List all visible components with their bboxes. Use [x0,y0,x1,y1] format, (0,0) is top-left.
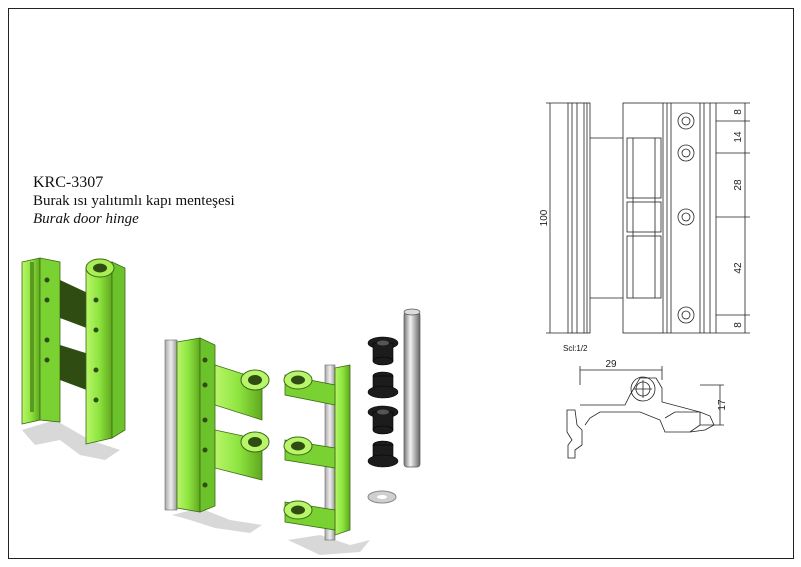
technical-section-view [566,366,724,459]
scale-label: Scl:1/2 [563,344,588,353]
exploded-sash-leaf-render [283,364,370,555]
bushings-and-pin-render [367,308,421,504]
technical-front-view [546,102,750,334]
dim-seg-1: 8 [733,109,744,115]
dim-width: 29 [605,359,617,370]
product-name-en: Burak door hinge [33,211,139,227]
dim-seg-4: 42 [733,262,744,274]
product-code: KRC-3307 [33,174,104,191]
assembled-hinge-render [21,257,126,460]
dim-seg-3: 28 [733,179,744,191]
dim-seg-2: 14 [733,131,744,143]
dim-height: 100 [539,209,550,226]
dim-seg-5: 8 [733,322,744,328]
product-name-tr: Burak ısı yalıtımlı kapı menteşesi [33,193,235,209]
dim-depth: 17 [717,399,728,411]
exploded-frame-leaf-render [164,337,270,533]
